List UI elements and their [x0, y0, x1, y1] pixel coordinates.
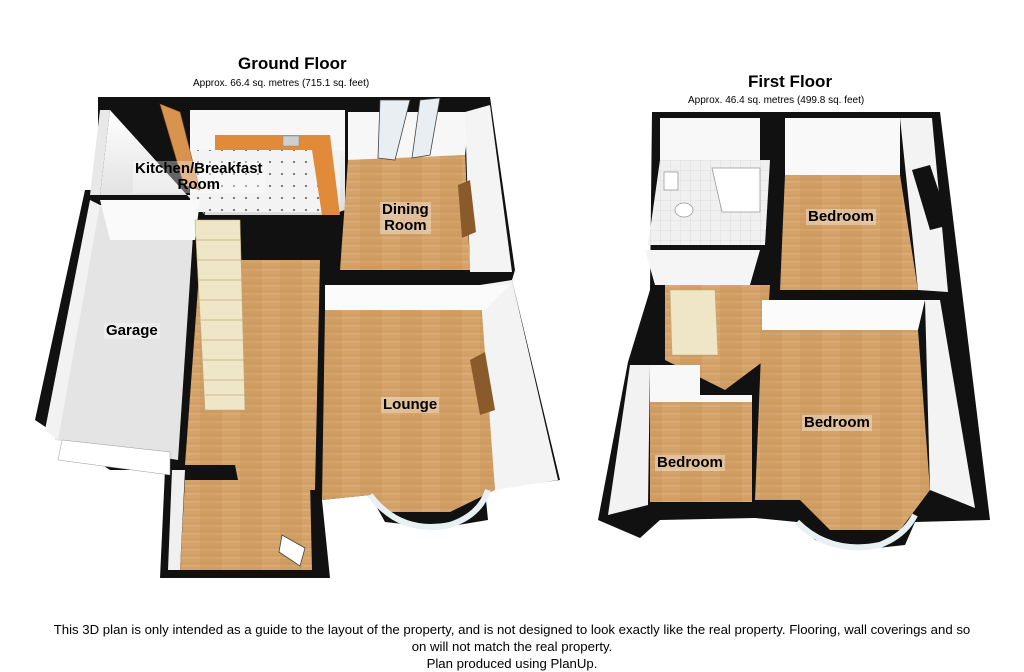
garage-door	[57, 439, 171, 476]
bathtub	[711, 167, 761, 213]
bedroom-right-label: Bedroom	[802, 414, 872, 431]
garage-floor	[55, 205, 195, 460]
kitchen-counter	[215, 135, 340, 215]
kitchen-label-line2: Room	[177, 176, 221, 193]
landing-wall	[645, 250, 760, 285]
dining-right-wall	[465, 105, 512, 272]
garage-left-wall	[45, 200, 100, 440]
first-floor-title: First Floor	[748, 72, 833, 91]
disclaimer-text: This 3D plan is only intended as a guide…	[0, 621, 1024, 672]
garage-back-wall	[100, 200, 200, 240]
dining-back-wall	[348, 112, 470, 160]
dining-floor	[340, 150, 470, 270]
ground-floor-plan	[35, 97, 560, 578]
porch-wall-face	[168, 470, 185, 570]
dining-fireplace	[458, 180, 476, 238]
first-floor-plan	[598, 112, 990, 551]
lounge-back-wall	[325, 285, 510, 310]
disclaimer-line-2: on will not match the real property.	[411, 639, 613, 654]
lounge-bay-window	[367, 488, 491, 530]
porch-floor	[180, 480, 312, 570]
stairs	[194, 219, 246, 411]
kitchen-label-line1: Kitchen/Breakfast	[135, 160, 263, 177]
front-door	[278, 534, 306, 567]
stair-treads	[197, 239, 245, 396]
lounge-label: Lounge	[381, 396, 440, 413]
bedroom-top-floor	[780, 175, 918, 290]
lounge-floor	[322, 310, 495, 512]
toilet	[674, 202, 694, 218]
lounge-right-wall	[480, 280, 558, 490]
ground-floor-title: Ground Floor	[238, 54, 347, 73]
bedroom-left-step-wall	[650, 365, 752, 402]
kitchen-label: Kitchen/Breakfast Room	[133, 161, 265, 193]
bedroom-left-left-wall	[608, 365, 650, 515]
dining-window-doors	[377, 99, 411, 161]
dining-label-line2: Room	[384, 217, 427, 234]
dining-room-label: Dining Room	[380, 202, 431, 234]
kitchen-sink	[282, 135, 300, 147]
ground-floor-area: Approx. 66.4 sq. metres (715.1 sq. feet)	[193, 78, 370, 89]
disclaimer-line-1: This 3D plan is only intended as a guide…	[53, 622, 971, 637]
dining-label-line1: Dining	[382, 201, 429, 218]
bedroom-top-wardrobe	[912, 165, 950, 230]
garage-label: Garage	[104, 322, 160, 339]
disclaimer-line-3: Plan produced using PlanUp.	[426, 656, 598, 671]
first-floor-area: Approx. 46.4 sq. metres (499.8 sq. feet)	[688, 95, 865, 106]
bedroom-top-label: Bedroom	[806, 208, 876, 225]
bedroom-left-label: Bedroom	[655, 454, 725, 471]
bedroom-right-floor	[755, 330, 930, 530]
dining-window-doors-2	[411, 97, 441, 159]
bedroom-left-floor	[650, 400, 752, 502]
bedroom-right-back-wall	[762, 300, 925, 330]
kitchen-left-wall-face	[90, 110, 110, 195]
bedroom-right-wall	[925, 300, 975, 508]
bedroom-top-back-wall	[785, 118, 900, 175]
basin	[663, 171, 679, 191]
bedroom-right-bay	[794, 513, 918, 551]
lounge-fireplace	[470, 352, 495, 415]
bathroom-back-wall	[660, 118, 760, 160]
landing-stairs	[669, 289, 719, 356]
kitchen-door	[159, 103, 201, 191]
